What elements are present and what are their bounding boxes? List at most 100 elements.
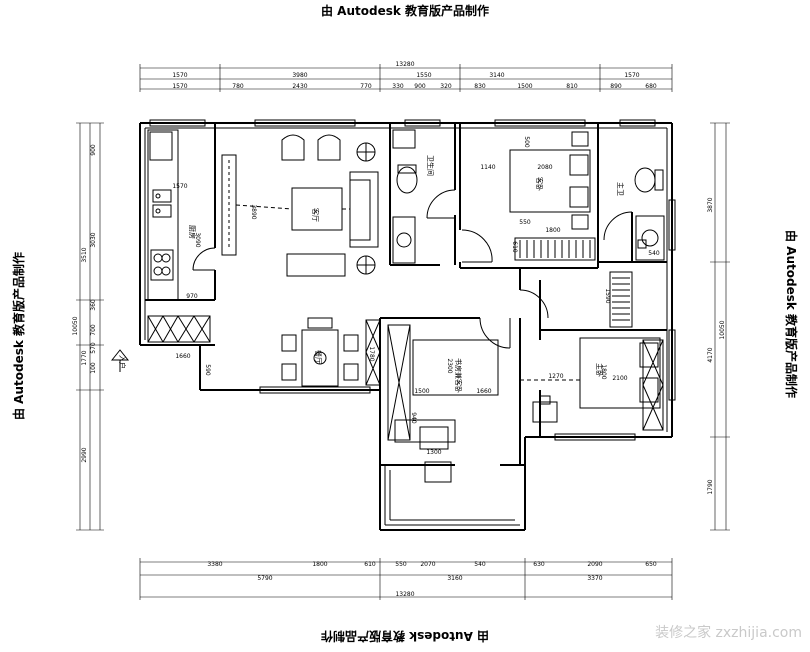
dimension-label: 1300 xyxy=(426,449,441,456)
dimension-label: 3870 xyxy=(707,197,714,212)
dimension-label: 3140 xyxy=(489,72,504,79)
dimension-label: 500 xyxy=(523,136,530,148)
dimension-label: 5790 xyxy=(257,575,272,582)
room-label-study: 书房兼客卧 xyxy=(454,358,463,393)
dimension-label: 2070 xyxy=(420,561,435,568)
dimension-label: 330 xyxy=(392,83,404,90)
dining-fixtures xyxy=(281,317,381,387)
dimension-label: 360 xyxy=(90,299,97,311)
entry-arrow-icon xyxy=(110,349,130,372)
dimension-label: 1660 xyxy=(175,353,190,360)
dimension-label: 1780 xyxy=(368,346,375,361)
dimension-label: 1660 xyxy=(476,388,491,395)
dimension-label: 3160 xyxy=(447,575,462,582)
room-label-living: 客厅 xyxy=(311,208,320,222)
watermark-right: 由 Autodesk 教育版产品制作 xyxy=(784,230,798,399)
dimension-label: 680 xyxy=(645,83,657,90)
dimension-label: 1500 xyxy=(517,83,532,90)
watermark-left: 由 Autodesk 教育版产品制作 xyxy=(12,251,26,420)
dimension-label: 940 xyxy=(410,412,417,424)
site-logo: 装修之家 zxzhijia.com xyxy=(655,625,802,641)
dimension-texts: 13280 1570 3980 1550 3140 1570 1570 780 2430 770 3… xyxy=(72,61,726,598)
dimension-label: 810 xyxy=(566,83,578,90)
dimension-lines xyxy=(79,67,727,598)
dimension-label: 900 xyxy=(414,83,426,90)
dimension-label: 2990 xyxy=(81,447,88,462)
dimension-label: 1790 xyxy=(707,479,714,494)
dimension-label: 1550 xyxy=(416,72,431,79)
dimension-label: 550 xyxy=(395,561,407,568)
dimension-label: 1590 xyxy=(604,288,611,303)
outer-wall-inner xyxy=(144,127,668,526)
dimension-label: 1800 xyxy=(312,561,327,568)
dimension-label: 3030 xyxy=(90,232,97,247)
dimension-label: 780 xyxy=(232,83,244,90)
dimension-ticks xyxy=(76,64,730,600)
dimension-label: 2100 xyxy=(612,375,627,382)
dimension-label: 3380 xyxy=(207,561,222,568)
dimension-label: 2080 xyxy=(537,164,552,171)
dimension-label: 2430 xyxy=(292,83,307,90)
dimension-label: 1270 xyxy=(548,373,563,380)
dimension-label: 1800 xyxy=(600,364,607,379)
dimension-label: 1570 xyxy=(624,72,639,79)
corridor-wardrobe xyxy=(519,271,633,328)
dimension-label: 1570 xyxy=(172,72,187,79)
dimension-label: 1770 xyxy=(81,350,88,365)
dimension-label: 13280 xyxy=(395,61,414,68)
dimension-label: 3890 xyxy=(250,204,257,219)
dimension-label: 770 xyxy=(360,83,372,90)
dimension-label: 10050 xyxy=(719,320,726,339)
room-label-kitchen: 厨房 xyxy=(188,225,197,239)
windows xyxy=(149,119,676,441)
dimension-label: 700 xyxy=(90,324,97,336)
dimension-label: 1570 xyxy=(172,183,187,190)
dimension-label: 3980 xyxy=(292,72,307,79)
dimension-label: 10050 xyxy=(72,316,79,335)
room-label-bath2: 主卫 xyxy=(616,182,625,196)
dimension-label: 320 xyxy=(440,83,452,90)
watermark-top: 由 Autodesk 教育版产品制作 xyxy=(320,4,490,18)
dimension-label: 1800 xyxy=(545,227,560,234)
dimension-label: 890 xyxy=(610,83,622,90)
dimension-label: 830 xyxy=(474,83,486,90)
dimension-label: 13280 xyxy=(395,591,414,598)
dimension-label: 3510 xyxy=(81,247,88,262)
dimension-label: 590 xyxy=(204,364,211,376)
dimension-label: 4170 xyxy=(707,347,714,362)
dimension-label: 3090 xyxy=(194,232,201,247)
dimension-label: 540 xyxy=(648,250,660,257)
dimension-label: 970 xyxy=(186,293,198,300)
dimension-label: 1140 xyxy=(480,164,495,171)
study-fixtures xyxy=(387,317,511,483)
dimension-label: 550 xyxy=(519,219,531,226)
dimension-label: 610 xyxy=(364,561,376,568)
master-fixtures xyxy=(520,337,664,431)
room-label-dining: 餐厅 xyxy=(314,350,323,364)
dimension-label: 100 xyxy=(90,362,97,374)
dimension-label: 3370 xyxy=(587,575,602,582)
bath1-fixtures xyxy=(392,129,456,264)
dimension-label: 540 xyxy=(474,561,486,568)
outer-walls xyxy=(139,122,673,531)
room-labels: 厨房 客厅 卫生间 客卧 主卫 餐厅 书房兼客卧 主卧 入户 xyxy=(118,155,625,393)
dimension-label: 630 xyxy=(533,561,545,568)
room-label-master: 主卧 xyxy=(595,363,604,377)
dimension-label: 610 xyxy=(511,241,518,253)
room-label-guest: 客卧 xyxy=(535,177,544,191)
dimension-label: 2090 xyxy=(587,561,602,568)
guest-fixtures xyxy=(461,131,596,263)
living-fixtures xyxy=(221,134,379,277)
kitchen-fixtures xyxy=(147,129,216,343)
room-label-bath1: 卫生间 xyxy=(426,155,435,176)
room-label-entry: 入户 xyxy=(118,355,127,369)
dimension-label: 2300 xyxy=(446,358,453,373)
interior-walls xyxy=(145,123,667,466)
dimension-label: 1570 xyxy=(172,83,187,90)
dimension-label: 900 xyxy=(90,144,97,156)
dimension-label: 570 xyxy=(90,342,97,354)
dimension-label: 650 xyxy=(645,561,657,568)
dimension-label: 1500 xyxy=(414,388,429,395)
